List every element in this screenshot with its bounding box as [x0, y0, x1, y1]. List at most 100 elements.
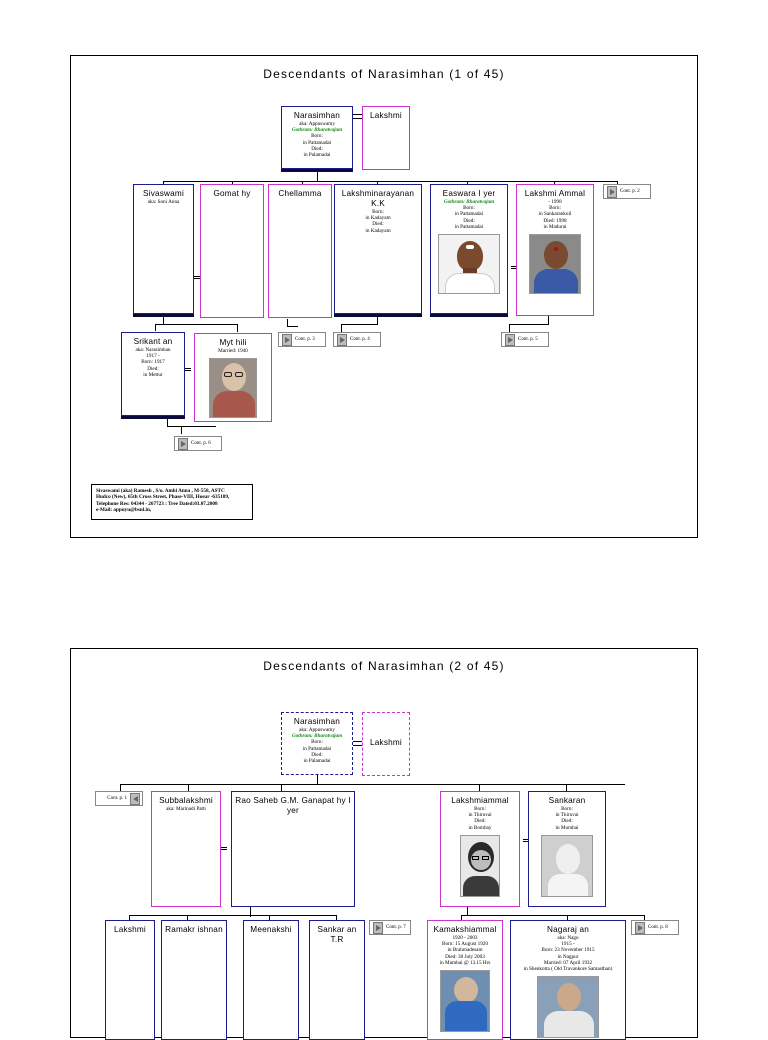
person-name: Sivaswami — [134, 189, 193, 199]
person-name: Chellamma — [269, 189, 331, 199]
person-card-mythili[interactable]: Myt hili Married: 1940 — [194, 333, 272, 422]
person-card-nagarajan[interactable]: Nagaraj an aka: Nagu 1915 - Born: 23 Nov… — [510, 920, 626, 1040]
person-photo — [529, 234, 581, 294]
arrow-right-icon — [373, 922, 383, 934]
tree-page-1: Descendants of Narasimhan (1 of 45) Nara… — [70, 55, 698, 538]
person-card-lakshminarayanan[interactable]: Lakshminarayanan K.K Born: in Kadayam Di… — [334, 184, 422, 314]
cont-link — [167, 426, 216, 427]
person-card-kamakshiammal[interactable]: Kamakshiammal 1920 - 2003 Born: 15 Augus… — [427, 920, 503, 1040]
person-detail: in Madurai — [517, 224, 593, 230]
parent-connector — [163, 316, 164, 324]
person-aka: aka: Marinadi Patti — [152, 806, 220, 812]
child-drop — [155, 324, 156, 331]
person-card-narasimhan[interactable]: Narasimhan aka: Appuswamy Gothram: Bhara… — [281, 106, 353, 169]
person-name: Lakshminarayanan K.K — [335, 189, 421, 209]
arrow-right-icon — [282, 334, 292, 346]
sibling-line — [120, 784, 625, 785]
person-photo — [440, 970, 490, 1032]
cont-label: Cont. p. 7 — [386, 921, 406, 934]
person-card-gomathy[interactable]: Gomat hy — [200, 184, 264, 318]
person-card-sankaran-tr[interactable]: Sankar an T.R — [309, 920, 365, 1040]
spouse-connector — [353, 118, 362, 119]
person-card-sivaswami[interactable]: Sivaswami aka: Soni Anna — [133, 184, 194, 314]
person-card-lakshmi[interactable]: Lakshmi — [362, 712, 410, 776]
person-card-meenakshi[interactable]: Meenakshi — [243, 920, 299, 1040]
person-card-srikantan[interactable]: Srikant an aka: Narasimhan 1917 - Born: … — [121, 332, 185, 416]
cont-label: Cont. p. 1 — [107, 792, 127, 805]
cont-link — [181, 426, 182, 434]
person-detail: in Shenkotta ( Old Travankore Samasthan) — [511, 966, 625, 972]
person-card-easwara-iyer[interactable]: Easwara I yer Gothram: Bharatvajam Born:… — [430, 184, 508, 314]
cont-link — [341, 324, 342, 332]
person-name: Sankaran — [529, 796, 605, 806]
person-card-subbalakshmi[interactable]: Subbalakshmi aka: Marinadi Patti — [151, 791, 221, 907]
cont-label: Cont. p. 5 — [518, 333, 538, 346]
cont-link — [341, 324, 378, 325]
person-name: Narasimhan — [282, 111, 352, 121]
person-name: Nagaraj an — [511, 925, 625, 935]
cont-label: Cont. p. 8 — [648, 921, 668, 934]
page-title: Descendants of Narasimhan (2 of 45) — [71, 659, 697, 673]
cont-label: Cont. p. 2 — [620, 185, 640, 198]
person-name: Myt hili — [195, 338, 271, 348]
person-detail: Married: 1940 — [195, 348, 271, 354]
person-detail: in Mumbai @ 13.15 Hrs — [428, 960, 502, 966]
cont-link-page-1[interactable]: Cont. p. 1 — [95, 791, 143, 806]
person-aka: aka: Soni Anna — [134, 199, 193, 205]
cont-link-page-5[interactable]: Cont. p. 5 — [501, 332, 549, 347]
person-photo — [537, 976, 599, 1038]
note-line: Hudco (New), 65th Cross Street, Phase-VI… — [96, 494, 248, 500]
cont-link-page-2[interactable]: Cont. p. 2 — [603, 184, 651, 199]
spouse-connector — [353, 114, 362, 115]
cont-link — [509, 324, 549, 325]
sibling-line — [461, 915, 645, 916]
person-card-sankaran[interactable]: Sankaran Born: in Thiruvai Died: in Mumb… — [528, 791, 606, 907]
parent-connector — [377, 316, 378, 324]
sibling-line — [155, 324, 238, 325]
sibling-line — [129, 915, 337, 916]
person-name: Lakshmiammal — [441, 796, 519, 806]
person-name: Lakshmi — [363, 738, 409, 748]
person-detail: in Kadayam — [335, 228, 421, 234]
child-drop — [237, 324, 238, 332]
person-name: Rao Saheb G.M. Ganapat hy I yer — [232, 796, 354, 816]
person-photo — [460, 835, 500, 897]
person-card-narasimhan[interactable]: Narasimhan aka: Appuswamy Gothram: Bhara… — [281, 712, 353, 775]
person-card-ramakrishnan[interactable]: Ramakr ishnan — [161, 920, 227, 1040]
spouse-connector — [353, 745, 362, 746]
cont-label: Cont. p. 4 — [350, 333, 370, 346]
page-title: Descendants of Narasimhan (1 of 45) — [71, 67, 697, 81]
cont-link-page-7[interactable]: Cont. p. 7 — [369, 920, 411, 935]
cont-label: Cont. p. 6 — [191, 437, 211, 450]
person-detail: in Palamadai — [282, 152, 352, 158]
person-name: Narasimhan — [282, 717, 352, 727]
person-card-ganapathy-iyer[interactable]: Rao Saheb G.M. Ganapat hy I yer — [231, 791, 355, 907]
person-card-lakshmiammal[interactable]: Lakshmiammal Born: in Thiruvai Died: in … — [440, 791, 520, 907]
person-photo — [541, 835, 593, 897]
arrow-right-icon — [505, 334, 515, 346]
person-card-chellamma[interactable]: Chellamma — [268, 184, 332, 318]
person-name: Subbalakshmi — [152, 796, 220, 806]
person-photo — [209, 358, 257, 418]
person-card-lakshmi-child[interactable]: Lakshmi — [105, 920, 155, 1040]
person-card-lakshmi-ammal[interactable]: Lakshmi Ammal - 1998 Born: in Sankaranko… — [516, 184, 594, 316]
cont-link-page-3[interactable]: Cont. p. 3 — [278, 332, 326, 347]
cont-link-page-8[interactable]: Cont. p. 8 — [631, 920, 679, 935]
arrow-right-icon — [178, 438, 188, 450]
person-card-lakshmi[interactable]: Lakshmi — [362, 106, 410, 170]
cont-link — [287, 326, 298, 327]
arrow-left-icon — [130, 793, 140, 805]
spouse-connector — [185, 368, 191, 371]
arrow-right-icon — [337, 334, 347, 346]
parent-connector — [467, 907, 468, 915]
person-name: Kamakshiammal — [428, 925, 502, 935]
person-detail: in Mumbai — [529, 825, 605, 831]
cont-link-page-4[interactable]: Cont. p. 4 — [333, 332, 381, 347]
cont-link-page-6[interactable]: Cont. p. 6 — [174, 436, 222, 451]
person-name: Meenakshi — [244, 925, 298, 935]
person-detail: in Palamadai — [282, 758, 352, 764]
contact-note: Sivaswami (aka) Ramesh , S/o. Ambi Anna … — [91, 484, 253, 520]
person-detail: in Bombay — [441, 825, 519, 831]
person-name: Sankar an T.R — [310, 925, 364, 945]
parent-connector — [548, 316, 549, 324]
